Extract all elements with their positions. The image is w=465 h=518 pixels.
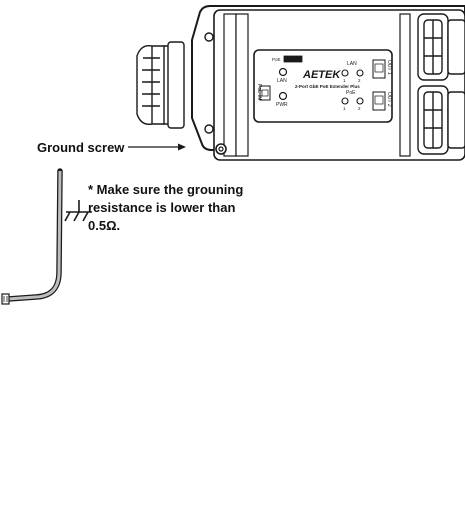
ground-symbol-icon	[64, 200, 92, 222]
wire-terminal	[1, 293, 10, 305]
poe-in-text: PoE IN	[256, 84, 262, 100]
ground-screw-label: Ground screw	[37, 140, 125, 155]
poe-dip-switch	[283, 55, 303, 63]
lan2-led	[356, 69, 364, 77]
left-cable-gland	[136, 41, 185, 129]
poe-sel-text: PoE	[272, 57, 281, 62]
poe2-led	[356, 97, 364, 105]
grounding-note: * Make sure the grouning resistance is l…	[88, 181, 243, 235]
pwr-led-text: PWR	[276, 102, 288, 108]
poe-port-text: PoE	[346, 90, 356, 96]
ground-screw-arrow	[128, 143, 186, 151]
mount-hole-bottom	[204, 124, 214, 134]
lan-port1-num: 1	[343, 78, 346, 83]
ground-wire	[1, 168, 63, 305]
poe1-led	[341, 97, 349, 105]
note-line-1: * Make sure the grouning	[88, 182, 244, 197]
model-text: 2-Port GbE PoE Extender Plus	[295, 84, 360, 89]
note-line-2: resistance is lower than	[88, 200, 236, 215]
mount-hole-top	[204, 32, 214, 42]
pwr-led	[278, 91, 288, 101]
note-line-3: 0.5Ω.	[88, 218, 121, 233]
lan-port2-num: 2	[358, 78, 361, 83]
poe-port1-num: 1	[343, 106, 346, 111]
poe-port2-num: 2	[358, 106, 361, 111]
lan-led	[278, 67, 288, 77]
brand-logo: AETEK	[302, 69, 341, 81]
front-panel	[253, 49, 393, 123]
lan-port-text: LAN	[347, 61, 357, 67]
right-cable-gland-bottom	[417, 85, 465, 155]
lan1-led	[341, 69, 349, 77]
lan-led-text: LAN	[277, 78, 287, 84]
out2-text: OUT 2	[386, 92, 392, 107]
right-cable-gland-top	[417, 13, 465, 81]
poe-extender-device	[136, 5, 465, 161]
out1-text: OUT 1	[386, 60, 392, 75]
